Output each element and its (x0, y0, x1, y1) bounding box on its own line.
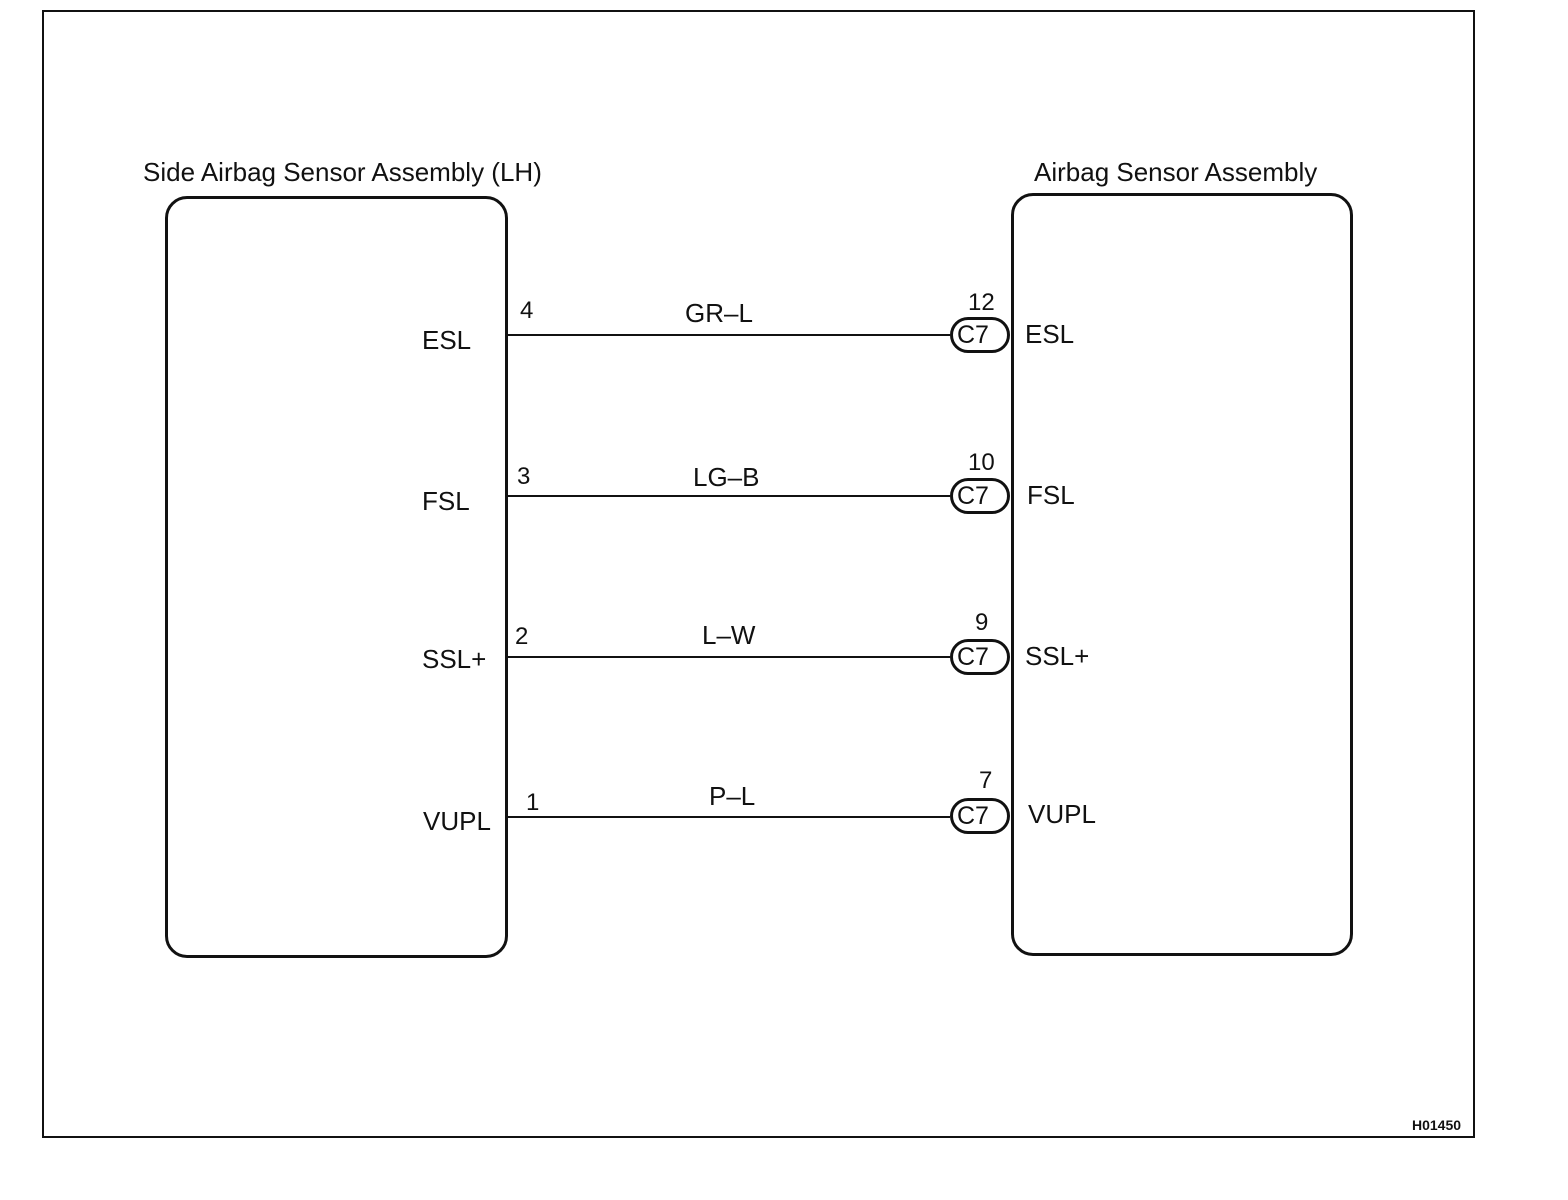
connector-c7-vupl: C7 (950, 798, 1010, 834)
left-pin-3: 3 (517, 463, 531, 490)
left-signal-vupl: VUPL (423, 806, 491, 836)
left-signal-ssl-plus: SSL+ (422, 644, 487, 674)
wire-esl (508, 334, 950, 336)
left-signal-esl: ESL (422, 325, 472, 355)
right-signal-fsl: FSL (1027, 480, 1075, 510)
right-pin-10: 10 (968, 449, 995, 476)
left-signal-fsl: FSL (422, 486, 470, 516)
left-pin-1: 1 (526, 789, 540, 816)
wire-color-l-w: L–W (702, 620, 756, 650)
wire-vupl (508, 816, 950, 818)
left-pin-2: 2 (515, 623, 529, 650)
right-signal-ssl-plus: SSL+ (1025, 641, 1090, 671)
right-pin-9: 9 (975, 609, 989, 636)
right-pin-7: 7 (979, 767, 993, 794)
wire-color-gr-l: GR–L (685, 298, 753, 328)
connector-c7-fsl: C7 (950, 478, 1010, 514)
right-component-title: Airbag Sensor Assembly (1034, 157, 1318, 187)
diagram-code: H01450 (1412, 1117, 1462, 1133)
left-component-title: Side Airbag Sensor Assembly (LH) (143, 157, 542, 187)
right-signal-esl: ESL (1025, 319, 1075, 349)
diagram-frame (42, 10, 1475, 1138)
wire-color-lg-b: LG–B (693, 462, 760, 492)
right-pin-12: 12 (968, 289, 995, 316)
wire-color-p-l: P–L (709, 781, 756, 811)
side-airbag-sensor-assembly-box (165, 196, 508, 958)
connector-c7-esl: C7 (950, 317, 1010, 353)
right-signal-vupl: VUPL (1028, 799, 1096, 829)
connector-c7-ssl-plus: C7 (950, 639, 1010, 675)
left-pin-4: 4 (520, 297, 534, 324)
wire-fsl (508, 495, 950, 497)
wire-ssl-plus (508, 656, 950, 658)
airbag-sensor-assembly-box (1011, 193, 1353, 956)
